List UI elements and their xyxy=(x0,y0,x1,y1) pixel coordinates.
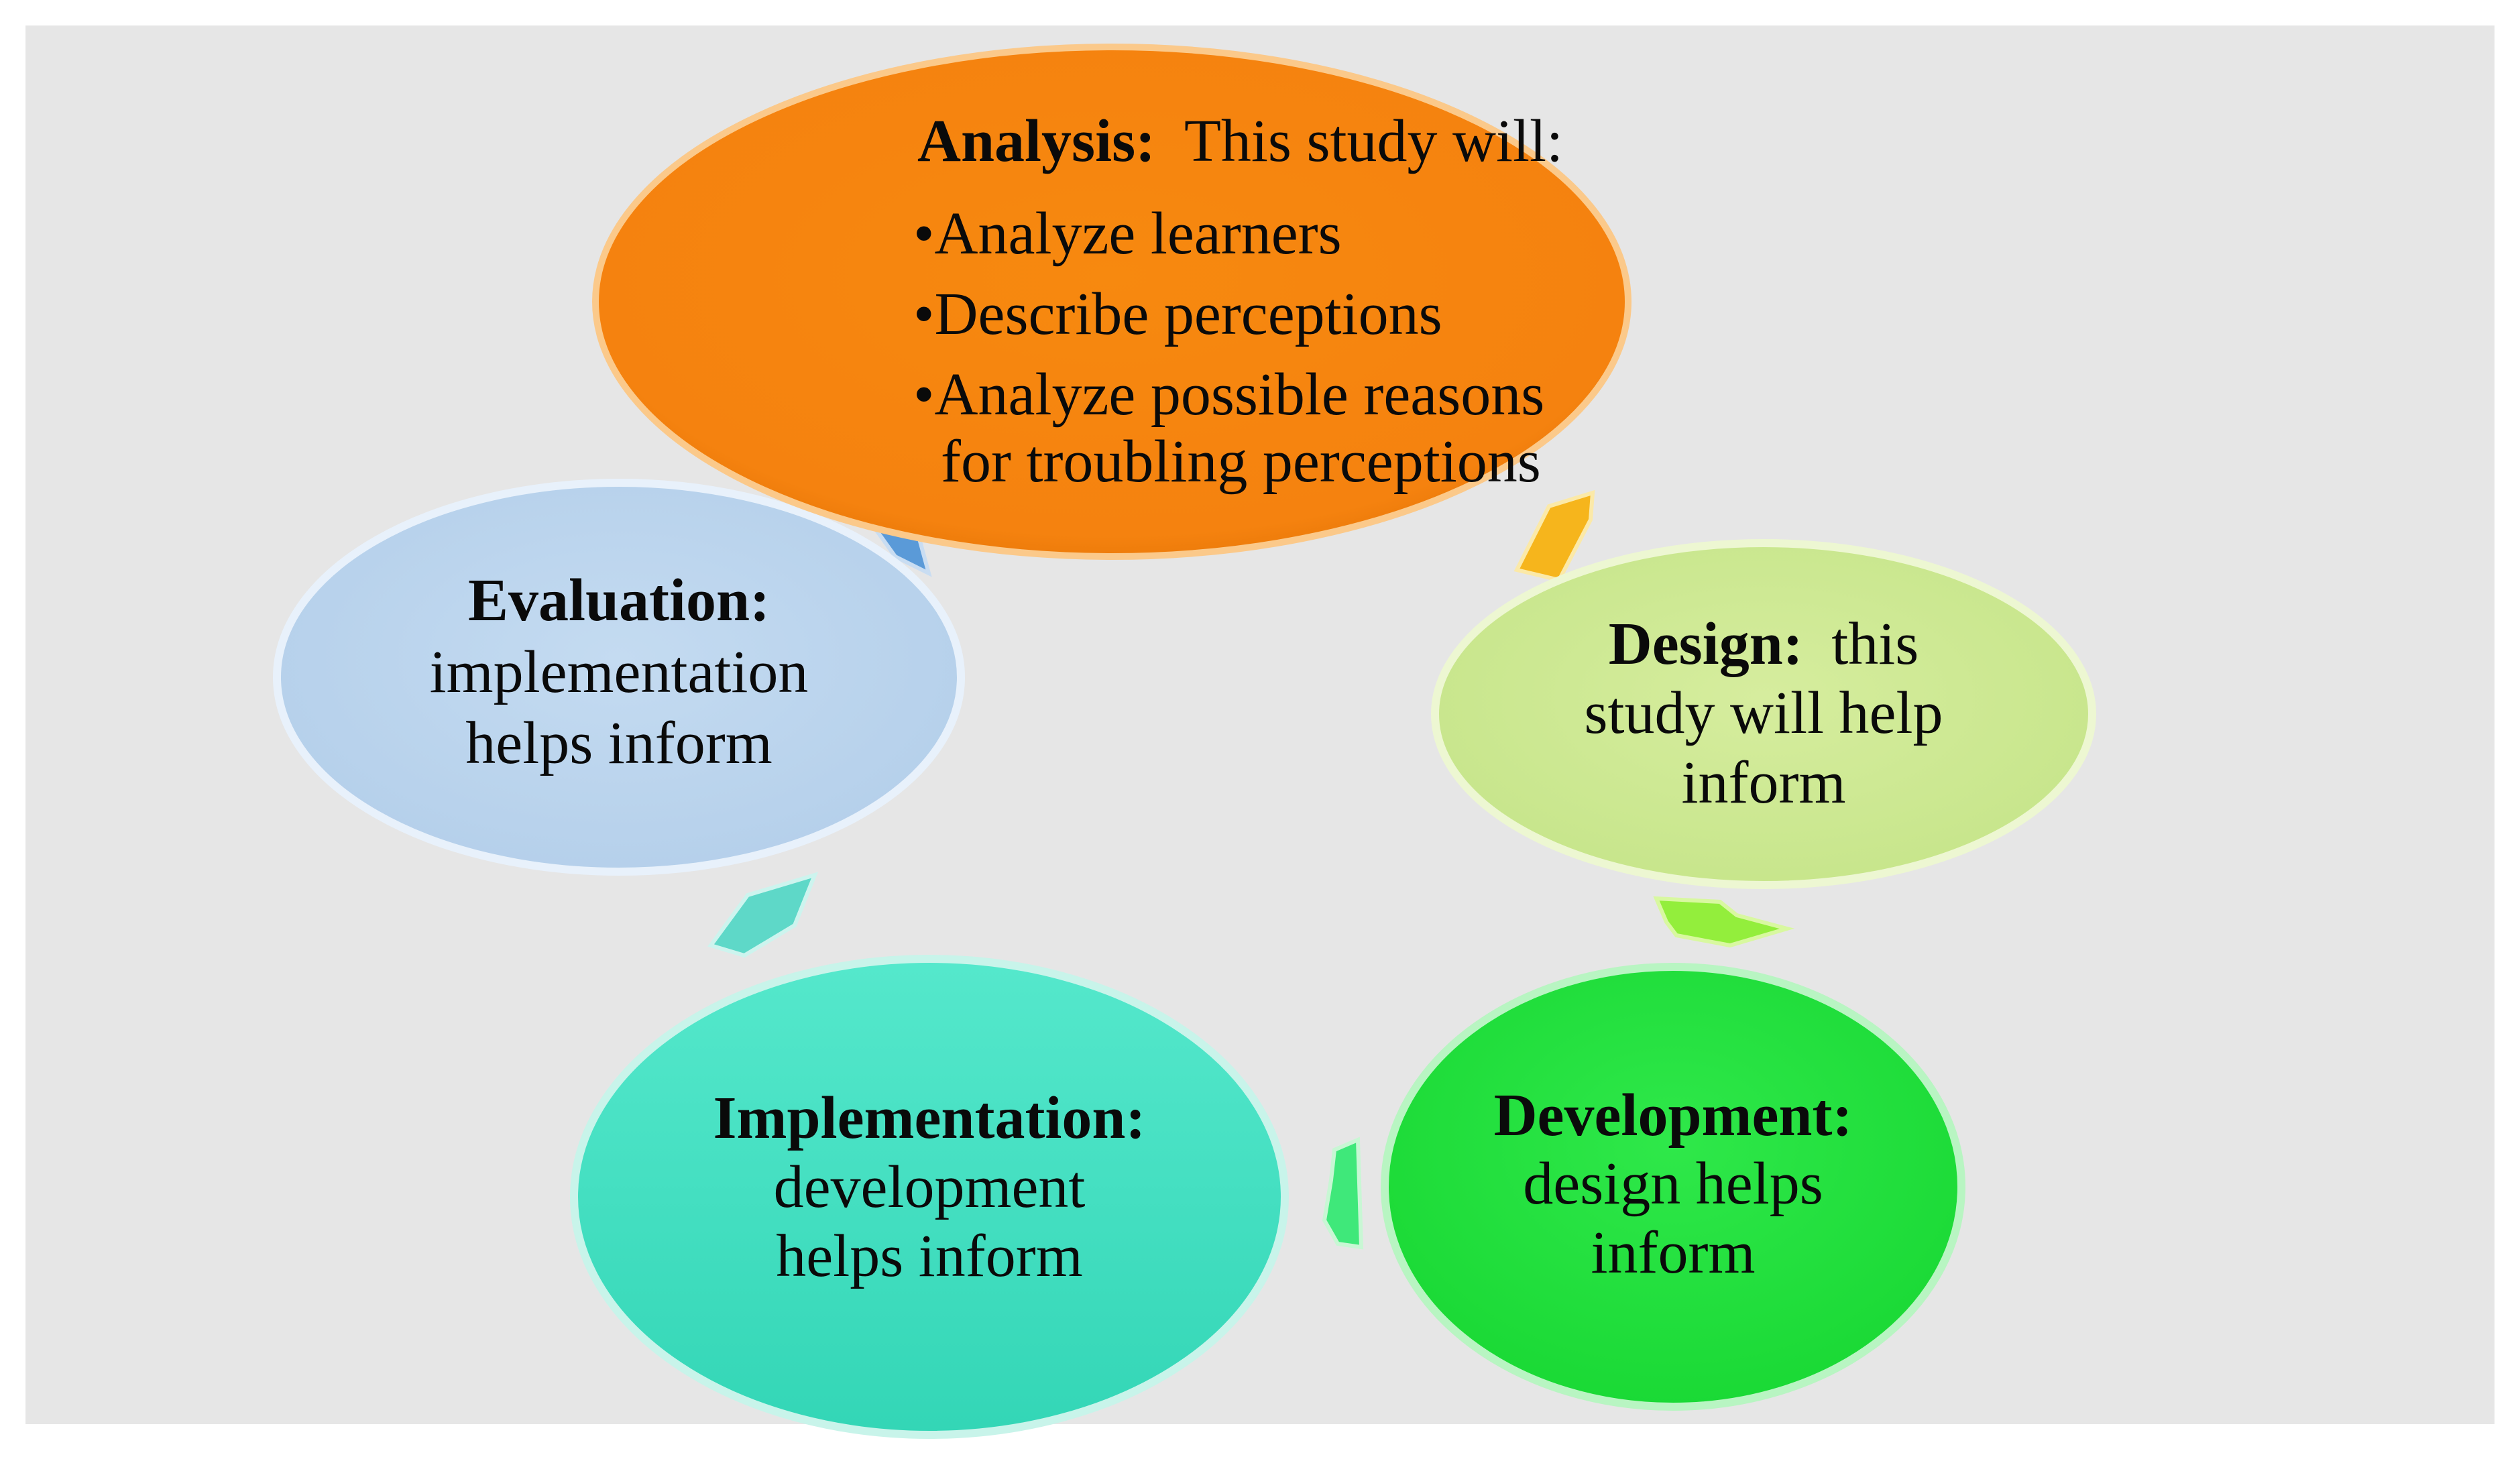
design-line2: study will help xyxy=(1585,680,1943,746)
svg-text:Implementation:: Implementation: xyxy=(713,1085,1146,1151)
evaluation-node: Evaluation: implementation helps inform xyxy=(273,479,965,876)
development-line2: design helps xyxy=(1523,1151,1823,1217)
implementation-heading: Implementation: xyxy=(713,1085,1146,1151)
analysis-to-design-arrow xyxy=(1513,489,1595,583)
evaluation-line3: helps inform xyxy=(465,710,772,776)
design-heading: Design: xyxy=(1609,611,1803,677)
development-to-implementation-arrow xyxy=(1322,1136,1364,1250)
svg-text:Design: this: Design: this xyxy=(1609,611,1919,677)
analysis-intro: This study will: xyxy=(1184,108,1563,174)
analysis-heading: Analysis: xyxy=(917,108,1155,174)
svg-text:Analysis: This study wil: Analysis: This study will: xyxy=(917,108,1563,174)
svg-text:Development:: Development: xyxy=(1494,1082,1853,1149)
implementation-line3: helps inform xyxy=(776,1223,1082,1289)
analysis-bullet-3-continuation: for troubling perceptions xyxy=(941,428,1541,495)
design-line1-rest: this xyxy=(1831,611,1918,677)
implementation-to-evaluation-arrow xyxy=(707,872,819,958)
development-node: Development: design helps inform xyxy=(1381,963,1965,1411)
evaluation-line2: implementation xyxy=(430,639,809,705)
implementation-node: Implementation: development helps inform xyxy=(570,955,1289,1439)
development-heading: Development: xyxy=(1494,1082,1853,1149)
design-to-development-arrow xyxy=(1653,896,1795,948)
development-line3: inform xyxy=(1591,1220,1756,1286)
svg-text:Evaluation:: Evaluation: xyxy=(468,567,770,634)
analysis-bullet-2: •Describe perceptions xyxy=(913,281,1442,347)
implementation-line2: development xyxy=(774,1154,1086,1220)
design-line3: inform xyxy=(1682,750,1846,816)
evaluation-heading: Evaluation: xyxy=(468,567,770,634)
analysis-bullet-3: •Analyze possible reasons xyxy=(913,361,1544,428)
design-node: Design: this study will help inform xyxy=(1431,539,2096,889)
analysis-bullet-1: •Analyze learners xyxy=(913,200,1342,267)
analysis-node: Analysis: This study will: •Analyze lear… xyxy=(592,44,1631,560)
